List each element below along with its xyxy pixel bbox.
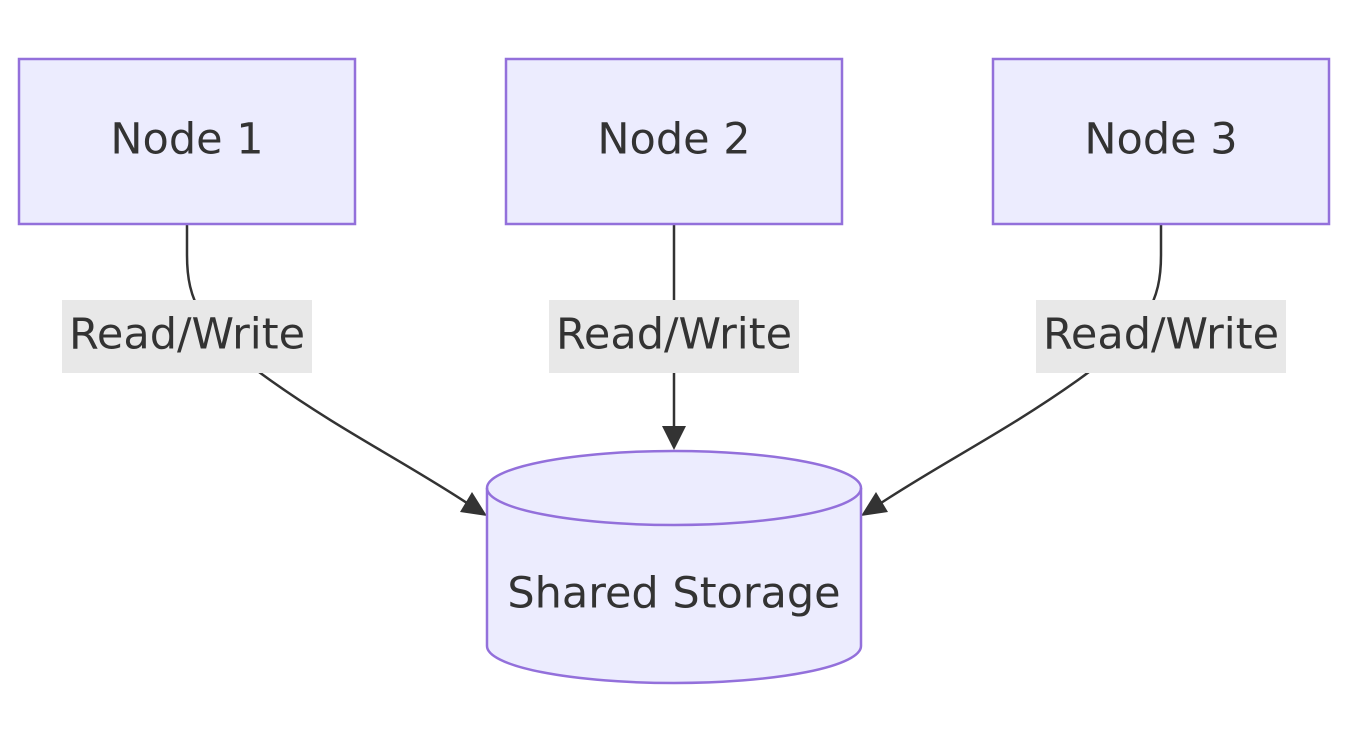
node-2[interactable]: Node 2 bbox=[504, 57, 844, 226]
node-3[interactable]: Node 3 bbox=[991, 57, 1331, 226]
edge-node3-storage bbox=[861, 224, 1163, 516]
node-1[interactable]: Node 1 bbox=[17, 57, 357, 226]
database-top-rim bbox=[485, 487, 863, 527]
storage-label: Shared Storage bbox=[507, 569, 840, 619]
node-box bbox=[17, 57, 357, 226]
node-label: Node 1 bbox=[110, 115, 263, 165]
node-label: Node 2 bbox=[597, 115, 750, 165]
edge-label-text: Read/Write bbox=[69, 310, 305, 360]
database-cylinder-icon bbox=[485, 449, 863, 685]
edge-label-2: Read/Write bbox=[549, 300, 799, 373]
edge-label-3: Read/Write bbox=[1036, 300, 1286, 373]
edge-line bbox=[877, 224, 1163, 507]
edge-line bbox=[185, 224, 471, 507]
edge-label-text: Read/Write bbox=[556, 310, 792, 360]
node-box bbox=[504, 57, 844, 226]
edge-label-text: Read/Write bbox=[1043, 310, 1279, 360]
edge-node1-storage bbox=[185, 224, 487, 516]
node-label: Node 3 bbox=[1084, 115, 1237, 165]
shared-storage-database[interactable]: Shared Storage bbox=[485, 449, 863, 685]
arrow-head bbox=[662, 426, 686, 450]
arrow-head bbox=[460, 492, 487, 516]
node-box bbox=[991, 57, 1331, 226]
arrow-head bbox=[861, 492, 888, 516]
edge-label-1: Read/Write bbox=[62, 300, 312, 373]
